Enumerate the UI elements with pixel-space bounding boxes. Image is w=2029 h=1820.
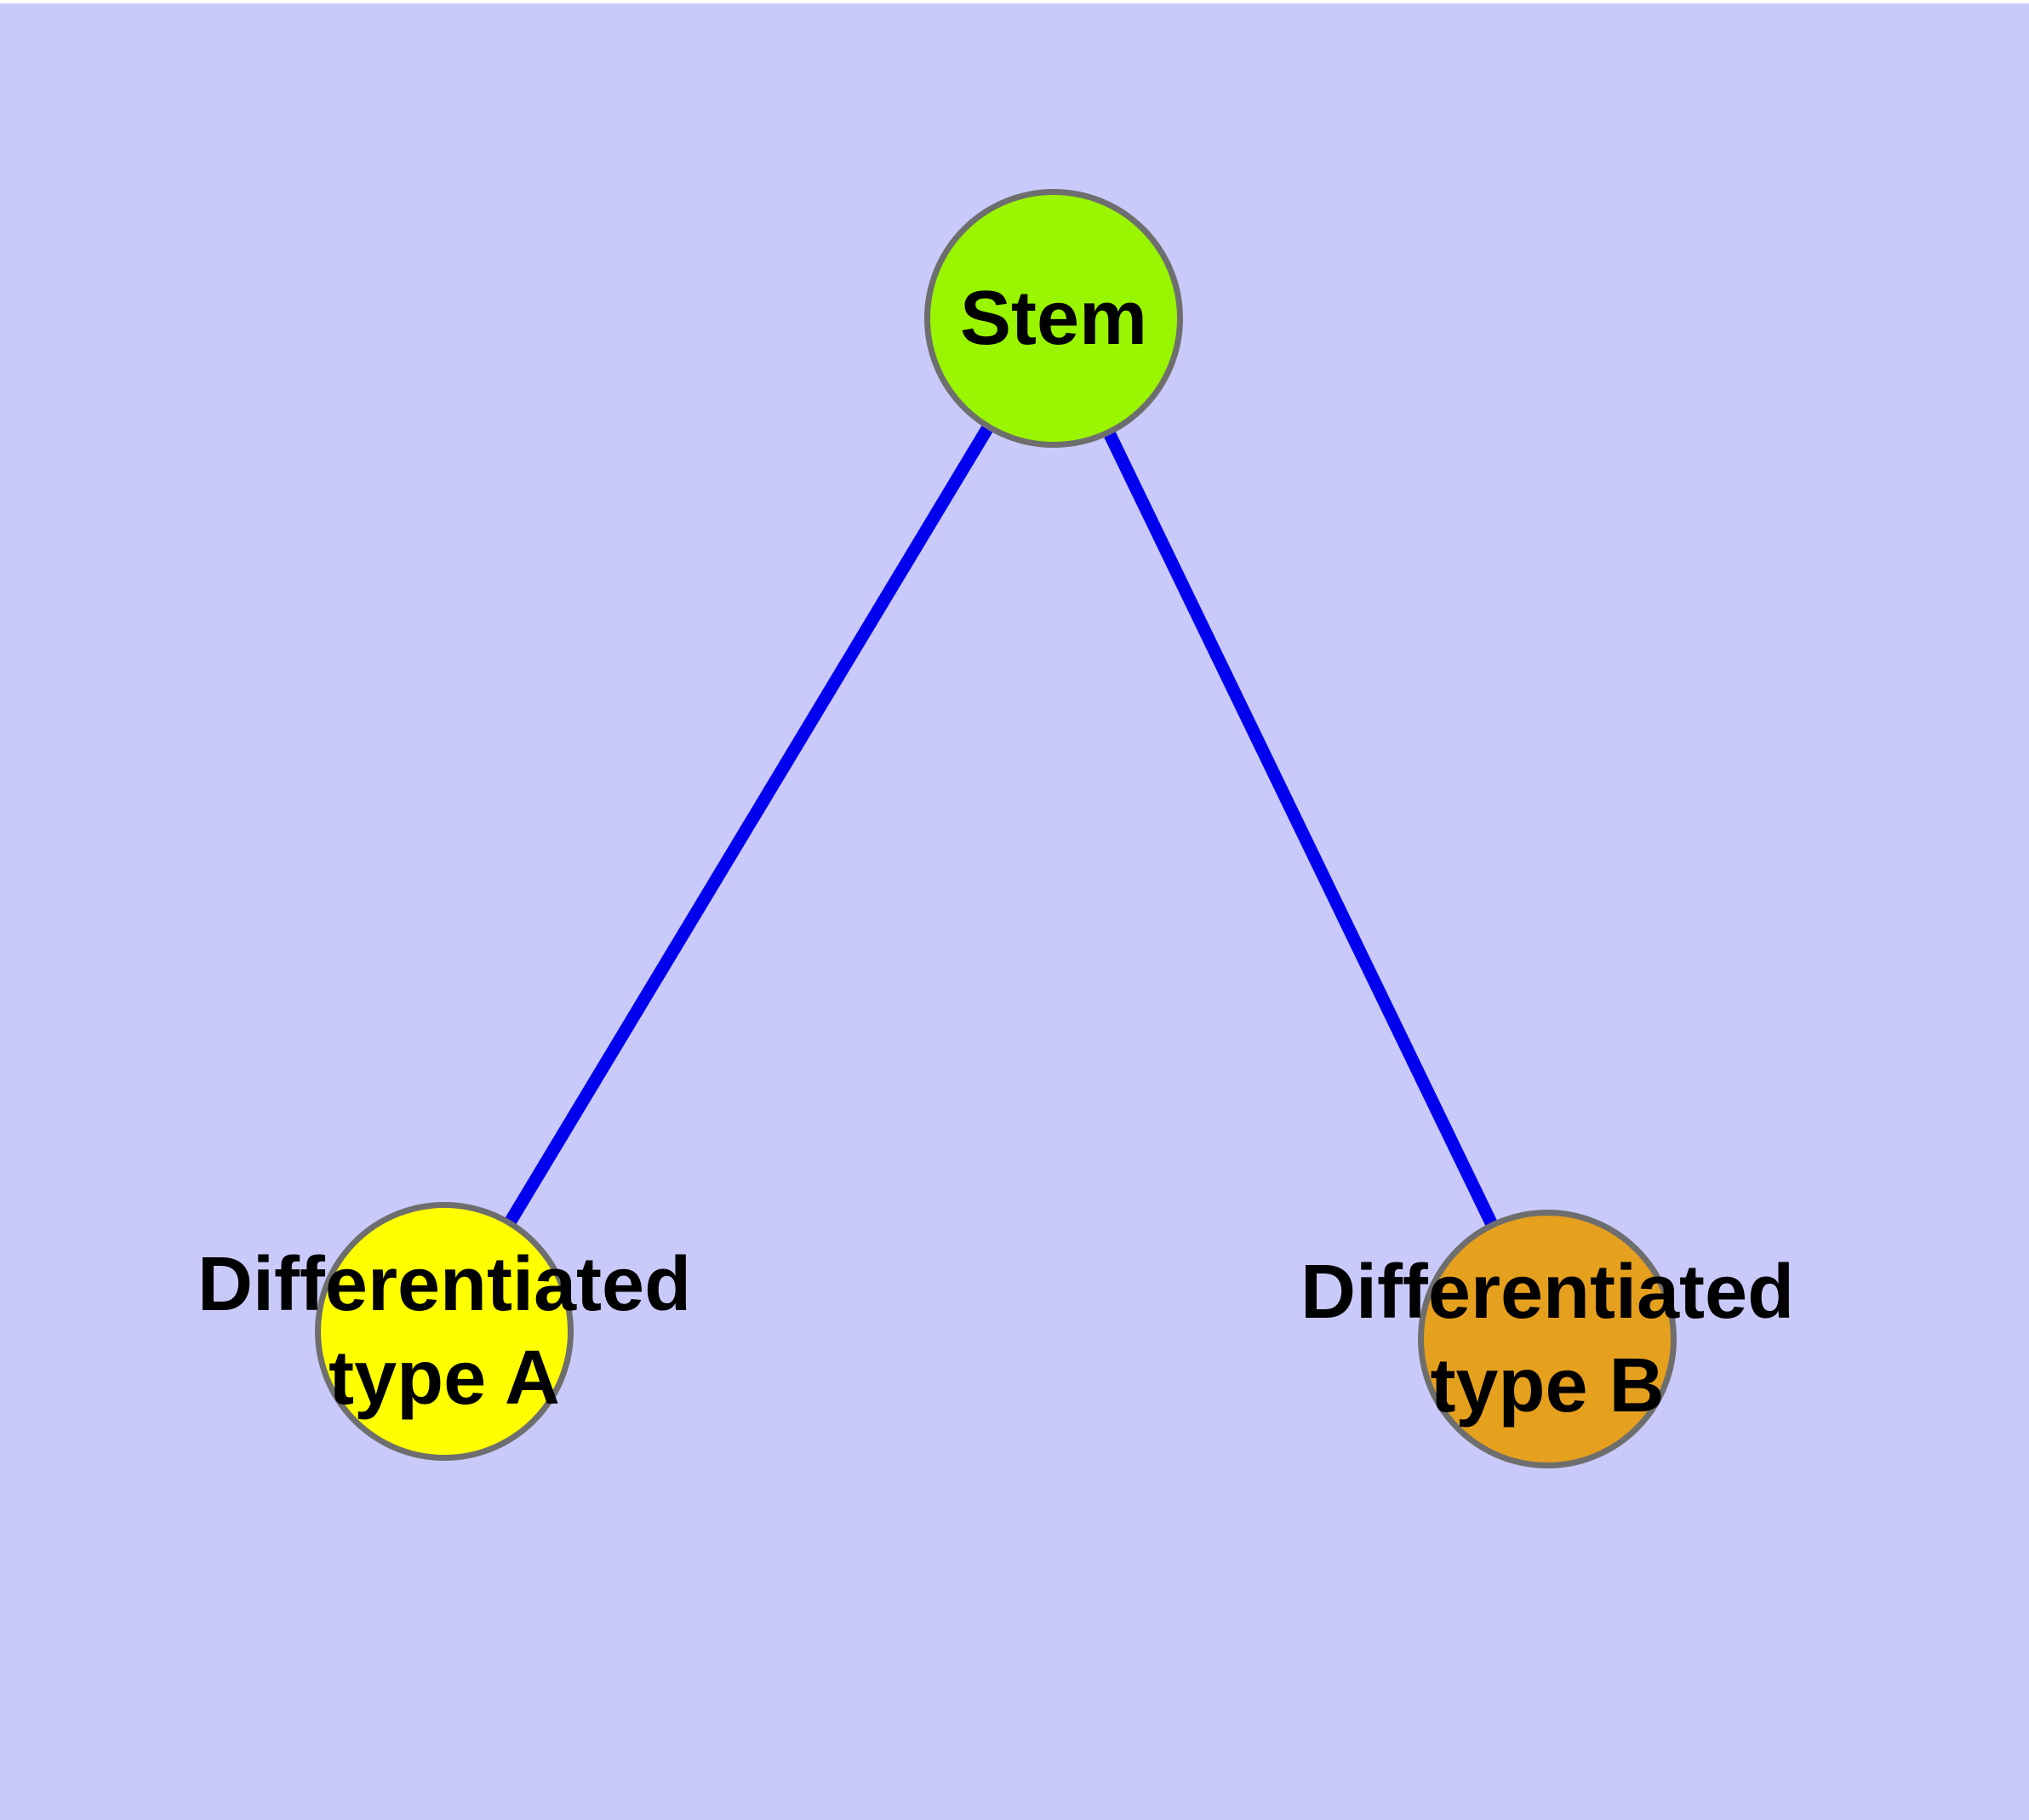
node-stem-label-text: Stem bbox=[959, 276, 1148, 361]
node-type-a bbox=[315, 1202, 574, 1461]
node-type-b-label-line1: Differentiated bbox=[1300, 1250, 1795, 1335]
node-stem-label: Stem bbox=[960, 272, 1147, 365]
node-stem bbox=[924, 189, 1183, 448]
node-type-a-label-line1: Differentiated bbox=[197, 1242, 692, 1327]
top-edge-strip bbox=[0, 0, 2029, 3]
node-type-b bbox=[1418, 1210, 1677, 1468]
node-type-b-label-line2: type B bbox=[1430, 1343, 1665, 1428]
edge-stem-to-type-a bbox=[438, 315, 1060, 1335]
edge-stem-to-type-b bbox=[1048, 315, 1553, 1342]
node-type-a-label-line2: type A bbox=[329, 1336, 560, 1421]
node-type-b-label: Differentiated type B bbox=[1300, 1245, 1794, 1433]
node-type-a-label: Differentiated type A bbox=[197, 1238, 691, 1425]
